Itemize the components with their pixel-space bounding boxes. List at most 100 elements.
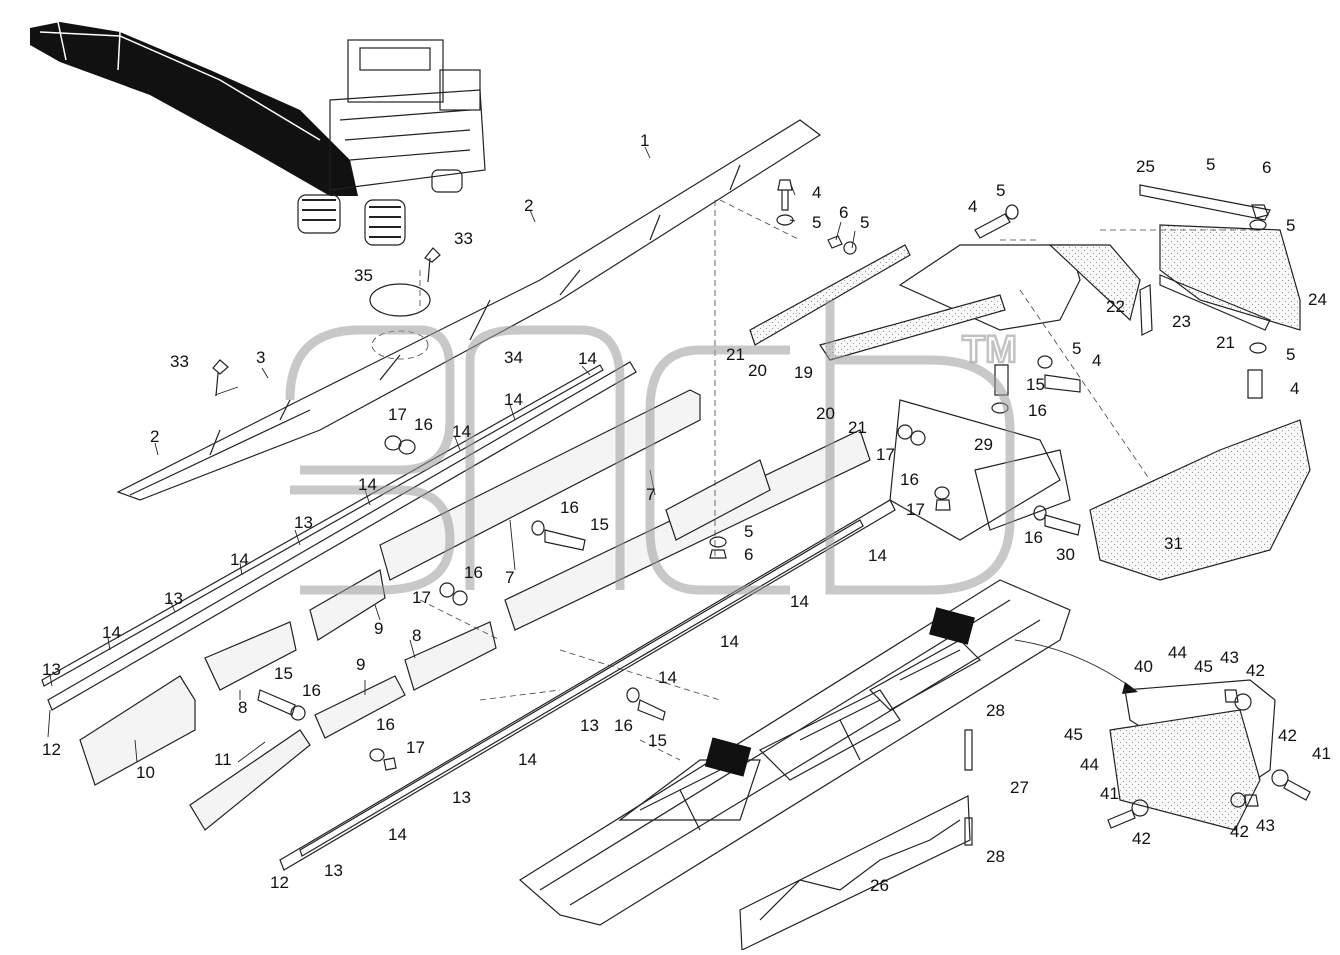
callout-28: 28 [986,701,1005,720]
callout-41: 41 [1100,784,1119,803]
callout-43: 43 [1256,816,1275,835]
callout-16: 16 [1024,528,1043,547]
bolt-15-b [257,689,296,716]
callout-44: 44 [1168,643,1187,662]
washer-5-right [1005,204,1019,220]
hopper-assembly [749,184,1311,581]
callout-14: 14 [102,623,121,642]
callout-8: 8 [412,626,421,645]
assembly-lines [419,199,1260,761]
callout-6: 6 [744,545,753,564]
bolt-15-c [637,699,666,721]
rail-lower-12 [279,499,896,871]
callout-14: 14 [358,475,377,494]
callout-12: 12 [270,873,289,892]
panel-26 [739,795,971,951]
nut-43-b [1244,794,1259,807]
bolt-15-a [544,529,586,551]
milling-machine-thumbnail [30,21,486,246]
hopper-frame-19 [898,244,1081,331]
callout-17: 17 [388,405,407,424]
callout-14: 14 [790,592,809,611]
liner-10 [79,675,196,786]
callout-14: 14 [388,825,407,844]
rail-upper-12 [47,361,637,711]
washer-16-g [934,486,950,500]
nut-43-a [1224,689,1239,703]
washer-16-b [452,590,468,606]
watermark-glyph-2 [465,325,625,590]
callout-6: 6 [839,203,848,222]
watermark-glyph-4 [825,300,1015,595]
callout-33: 33 [454,229,473,248]
callout-5: 5 [996,181,1005,200]
callout-15: 15 [648,731,667,750]
skirt-9-lower [314,675,406,739]
callout-15: 15 [274,664,293,683]
callout-4: 4 [968,197,977,216]
callout-10: 10 [136,763,155,782]
washer-16-e [626,687,640,703]
washer-5-lower [709,536,727,548]
callout-42: 42 [1278,726,1297,745]
skirt-8-right [404,621,497,691]
bolt-41-b [1107,809,1136,829]
callout-14: 14 [578,349,597,368]
side-plate-24 [1159,224,1301,331]
callout-1: 1 [640,131,649,150]
conveyor-silhouette [30,22,358,196]
callout-11: 11 [214,750,232,769]
watermark-glyph-3 [645,345,790,595]
callout-24: 24 [1308,290,1327,309]
callout-21: 21 [726,345,745,364]
washer-5 [776,214,794,226]
callout-2: 2 [524,196,533,215]
callout-43: 43 [1220,648,1239,667]
callout-16: 16 [464,563,483,582]
washer-42-d [1131,799,1149,817]
callout-33: 33 [170,352,189,371]
plate-44 [1109,709,1261,831]
nut-17-e [935,499,951,511]
strip-22 [1048,244,1141,322]
callout-7: 7 [505,568,514,587]
bars-27 [964,729,973,846]
machine-body [329,39,486,191]
callout-29: 29 [974,435,993,454]
trademark-mark: TM [962,329,1017,371]
cover-plate-1-3 [116,119,822,501]
frame-outline [518,579,1071,926]
callout-5: 5 [1286,345,1295,364]
rail-strip-13-lower [299,519,864,857]
callout-16: 16 [614,716,633,735]
bolt-4-far-right [1247,369,1263,399]
callout-26: 26 [870,876,889,895]
nut-6-lower [709,549,727,559]
callout-30: 30 [1056,545,1075,564]
callout-12: 12 [42,740,61,759]
callout-42: 42 [1132,829,1151,848]
washer-16-f [910,430,926,446]
strip-21-right [1159,274,1271,331]
conveyor-frame [518,579,1138,926]
callout-16: 16 [376,715,395,734]
watermark-glyph-1 [285,325,455,595]
wedge-23 [1139,284,1153,336]
callout-13: 13 [324,861,343,880]
callout-22: 22 [1106,297,1125,316]
plate-31 [1089,419,1311,581]
callout-45: 45 [1194,657,1213,676]
callout-17: 17 [406,738,425,757]
washer-16 [398,439,416,455]
washer-16-c [290,705,306,721]
callout-16: 16 [302,681,321,700]
callout-19: 19 [794,363,813,382]
nut-6 [827,235,843,249]
callout-25: 25 [1136,157,1155,176]
callout-14: 14 [720,632,739,651]
callout-27: 27 [1010,778,1029,797]
callout-40: 40 [1134,657,1153,676]
